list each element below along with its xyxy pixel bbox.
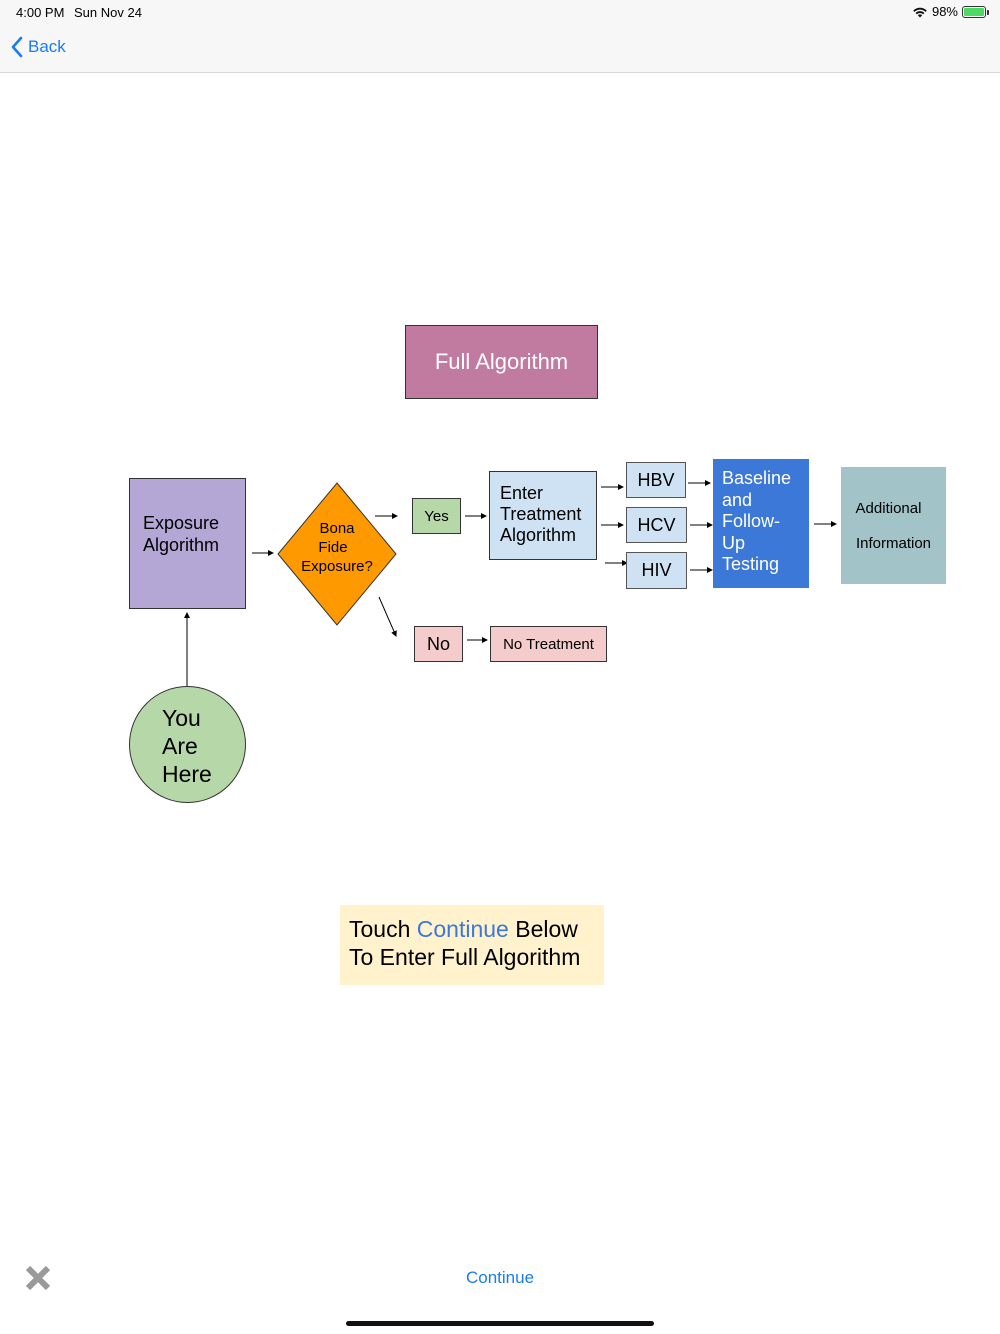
back-label: Back bbox=[28, 37, 66, 56]
baseline-line4: Up bbox=[722, 532, 746, 553]
decision-line2: Fide bbox=[318, 539, 348, 556]
hbv-node: HBV bbox=[626, 462, 686, 498]
baseline-line3: Follow- bbox=[722, 511, 781, 531]
status-date: Sun Nov 24 bbox=[74, 5, 142, 20]
battery-percent: 98% bbox=[931, 4, 958, 19]
status-indicators: 98% bbox=[912, 4, 989, 19]
treatment-line2: Treatment bbox=[500, 504, 582, 524]
full-algorithm-title-text: Full Algorithm bbox=[434, 349, 569, 374]
status-bar: 4:00 PM Sun Nov 24 98% bbox=[0, 0, 1000, 24]
status-time: 4:00 PM bbox=[16, 5, 65, 20]
exposure-line1: Exposure bbox=[143, 513, 220, 533]
hiv-label: HIV bbox=[641, 560, 672, 580]
decision-line1: Bona bbox=[319, 520, 355, 537]
hiv-node: HIV bbox=[626, 552, 687, 589]
hbv-label: HBV bbox=[637, 469, 675, 490]
baseline-line1: Baseline bbox=[722, 468, 792, 488]
treatment-algorithm-node: Enter Treatment Algorithm bbox=[489, 471, 597, 560]
yes-label: Yes bbox=[424, 507, 449, 525]
wifi-icon bbox=[913, 7, 927, 17]
full-algorithm-title: Full Algorithm bbox=[405, 325, 598, 399]
no-treatment-node: No Treatment bbox=[490, 626, 607, 662]
tip-word2: Below bbox=[515, 916, 578, 942]
decision-line3: Exposure? bbox=[301, 558, 373, 575]
no-treatment-label: No Treatment bbox=[503, 635, 594, 653]
home-indicator bbox=[346, 1321, 654, 1326]
baseline-line2: and bbox=[722, 489, 753, 510]
tip-word1: Touch bbox=[349, 916, 411, 942]
tip-accent: Continue bbox=[416, 916, 509, 942]
arrow-decision-to-no bbox=[378, 596, 397, 637]
close-icon bbox=[25, 1265, 51, 1291]
you-line3: Here bbox=[162, 761, 212, 787]
chevron-left-icon bbox=[11, 36, 23, 58]
hcv-node: HCV bbox=[626, 507, 687, 543]
info-line1: Additional bbox=[855, 499, 922, 517]
navigation-bar: Back bbox=[0, 24, 1000, 73]
hcv-label: HCV bbox=[637, 514, 676, 535]
battery-fill bbox=[964, 7, 984, 16]
continue-button[interactable]: Continue bbox=[465, 1268, 535, 1287]
you-line1: You bbox=[162, 705, 201, 731]
yes-node: Yes bbox=[412, 498, 461, 534]
treatment-line3: Algorithm bbox=[500, 525, 577, 545]
continue-instruction: Touch Continue Below To Enter Full Algor… bbox=[340, 905, 604, 985]
you-line2: Are bbox=[162, 733, 198, 759]
you-are-here-node: You Are Here bbox=[129, 686, 246, 803]
exposure-line2: Algorithm bbox=[143, 535, 220, 555]
no-label: No bbox=[426, 633, 450, 654]
exposure-algorithm-node: Exposure Algorithm bbox=[129, 478, 246, 609]
treatment-line1: Enter bbox=[500, 483, 544, 503]
baseline-line5: Testing bbox=[722, 554, 780, 574]
tip-line2: To Enter Full Algorithm bbox=[349, 944, 581, 970]
decision-label: Bona Fide Exposure? bbox=[282, 519, 392, 576]
tip-line1: Touch Continue Below bbox=[349, 915, 604, 943]
additional-information-node: Additional Information bbox=[841, 467, 946, 584]
close-button[interactable] bbox=[24, 1264, 52, 1292]
battery-icon bbox=[962, 5, 989, 18]
back-button[interactable]: Back bbox=[10, 36, 66, 58]
info-line2: Information bbox=[855, 534, 932, 552]
no-node: No bbox=[414, 626, 463, 662]
baseline-testing-node: Baseline and Follow- Up Testing bbox=[713, 459, 809, 588]
